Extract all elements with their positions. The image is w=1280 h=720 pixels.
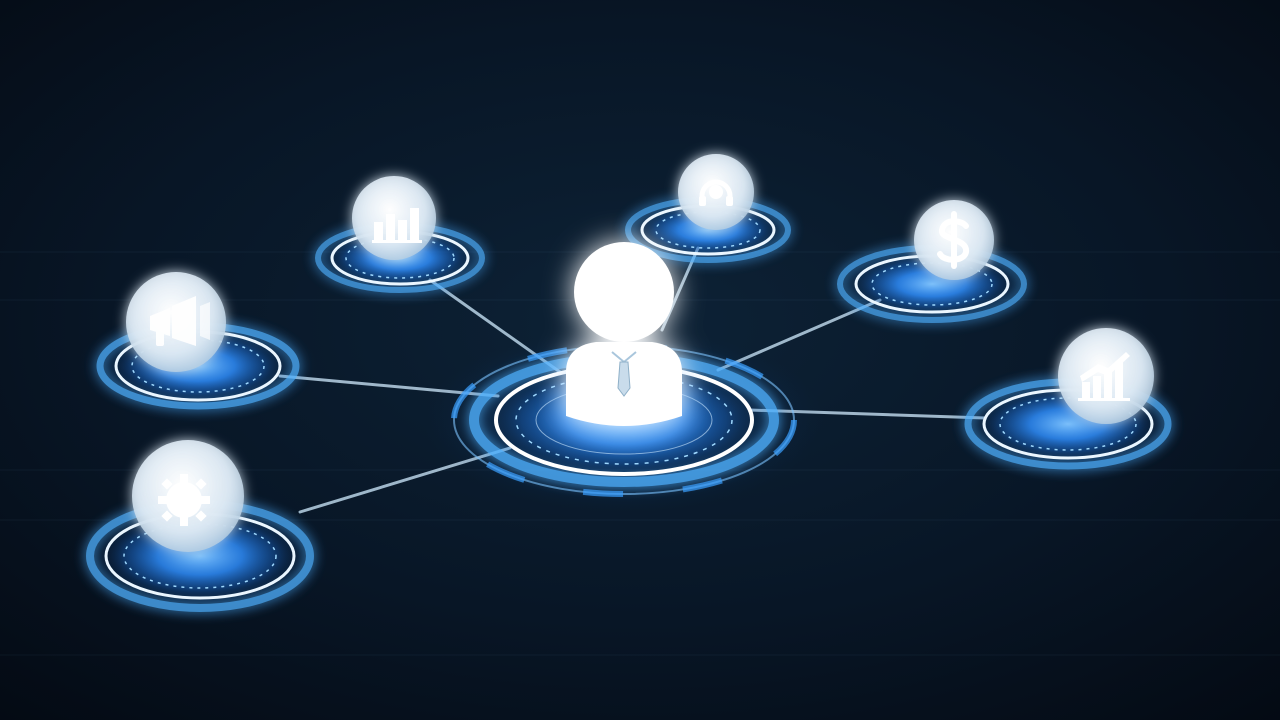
- megaphone-icon: [150, 296, 210, 346]
- headset-icon: [699, 179, 733, 206]
- node-growth-chart: [948, 328, 1188, 482]
- node-dollar: [822, 200, 1042, 332]
- node-megaphone: [78, 272, 318, 422]
- gear-icon: [158, 474, 210, 526]
- bar-chart-icon: [372, 208, 422, 243]
- node-bar-chart: [300, 176, 500, 304]
- node-headset: [610, 154, 806, 272]
- node-gear: [70, 440, 330, 622]
- growth-chart-icon: [1078, 352, 1130, 401]
- person-with-tie-icon: [566, 242, 682, 426]
- hub: [424, 242, 824, 512]
- dollar-icon: [937, 211, 969, 269]
